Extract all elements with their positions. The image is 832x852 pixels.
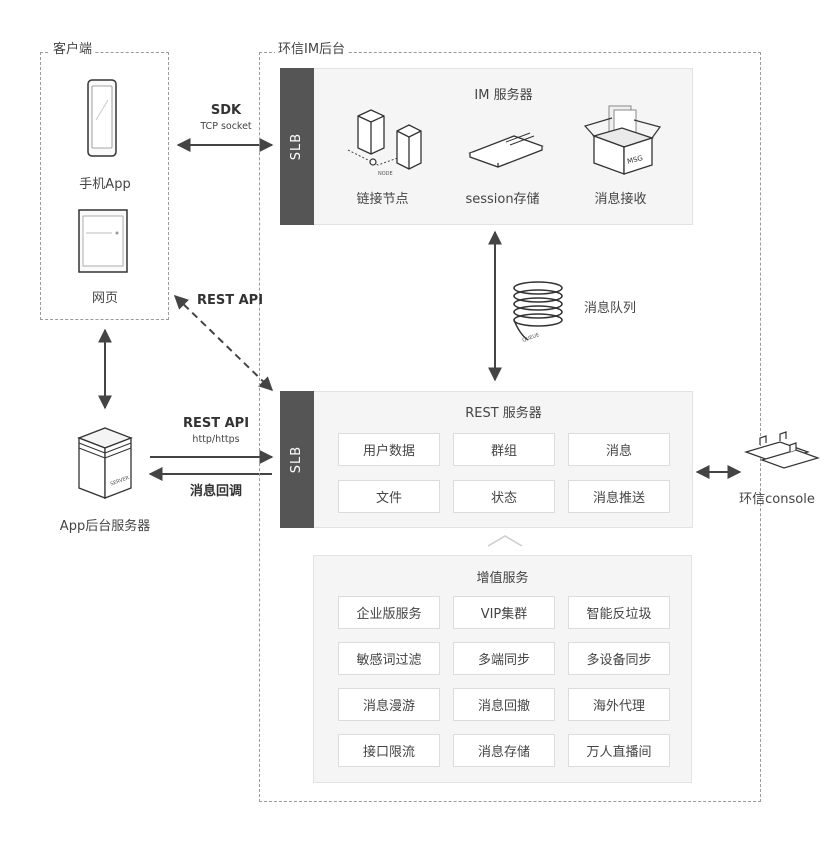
backend-title: 环信IM后台	[275, 42, 349, 58]
queue-icon-text: QUEUE	[522, 332, 541, 344]
va-item-rate-limit: 接口限流	[338, 734, 440, 767]
mobile-app-label: 手机App	[79, 177, 131, 192]
rest-item-status: 状态	[453, 480, 555, 513]
rest-api-dashed-label: REST API	[196, 293, 264, 308]
rest-item-user-data: 用户数据	[338, 433, 440, 466]
rest-item-file: 文件	[338, 480, 440, 513]
web-label: 网页	[91, 291, 118, 306]
va-item-live-room: 万人直播间	[568, 734, 670, 767]
va-item-enterprise: 企业版服务	[338, 596, 440, 629]
va-item-recall: 消息回撤	[453, 688, 555, 721]
im-server-title: IM 服务器	[474, 88, 533, 103]
rest-api-dashed-arrow	[173, 295, 274, 391]
va-item-message-storage: 消息存储	[453, 734, 555, 767]
backend-box	[259, 52, 761, 802]
rest-item-group: 群组	[453, 433, 555, 466]
client-title: 客户端	[50, 42, 96, 58]
rest-item-push: 消息推送	[568, 480, 670, 513]
rest-item-message: 消息	[568, 433, 670, 466]
va-item-multi-end-sync: 多端同步	[453, 642, 555, 675]
im-slb: SLB	[280, 68, 314, 225]
va-item-overseas-proxy: 海外代理	[568, 688, 670, 721]
client-box	[40, 52, 169, 320]
callback-label: 消息回调	[189, 484, 242, 499]
chevron-up-icon	[487, 535, 523, 547]
im-item-message-receive: 消息接收	[594, 192, 647, 207]
value-added-title: 增值服务	[476, 571, 529, 586]
app-server-label: App后台服务器	[59, 519, 151, 534]
rest-slb: SLB	[280, 391, 314, 528]
va-item-multi-device-sync: 多设备同步	[568, 642, 670, 675]
va-item-sensitive-filter: 敏感词过滤	[338, 642, 440, 675]
rest-server-title: REST 服务器	[465, 406, 542, 421]
console-label: 环信console	[739, 492, 815, 507]
msg-icon-text: MSG	[626, 154, 643, 166]
rest-api-sub-label: http/https	[192, 434, 240, 445]
im-item-link-node: 链接节点	[356, 192, 409, 207]
va-item-anti-spam: 智能反垃圾	[568, 596, 670, 629]
im-item-session-storage: session存储	[465, 192, 540, 207]
message-queue-label: 消息队列	[584, 301, 637, 316]
sdk-sub-label: TCP socket	[200, 121, 252, 132]
va-item-vip-cluster: VIP集群	[453, 596, 555, 629]
node-icon-text: NODE	[378, 171, 393, 177]
sdk-label: SDK	[210, 103, 242, 118]
va-item-roaming: 消息漫游	[338, 688, 440, 721]
rest-api-label: REST API	[182, 416, 250, 431]
